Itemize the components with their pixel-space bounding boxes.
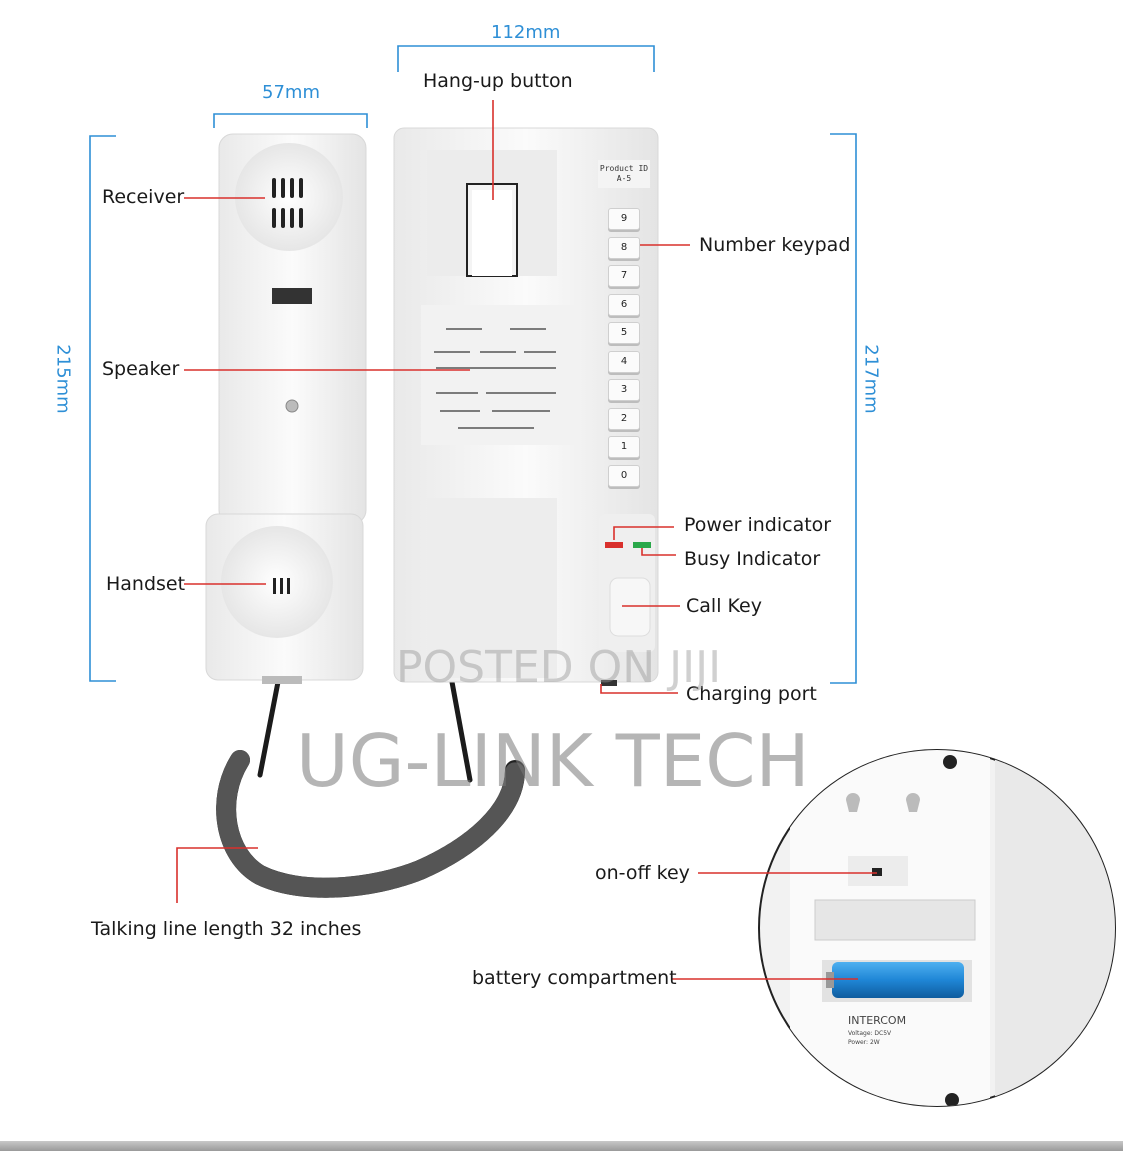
busy-led xyxy=(633,542,651,548)
watermark-brand: UG-LINK TECH xyxy=(296,719,810,803)
keypad-key-8: 8 xyxy=(608,236,640,259)
battery xyxy=(832,962,964,998)
power-led xyxy=(605,542,623,548)
keypad-key-0: 0 xyxy=(608,464,640,487)
label-on-off-key: on-off key xyxy=(595,862,690,884)
watermark-posted: POSTED ON JIJI xyxy=(396,642,722,693)
dim-label-base-height: 217mm xyxy=(860,344,882,414)
base-unit xyxy=(393,127,659,686)
label-call-key: Call Key xyxy=(686,595,762,617)
keypad-key-7: 7 xyxy=(608,265,640,287)
keypad-key-5: 5 xyxy=(608,322,640,344)
power-text: Power: 2W xyxy=(848,1039,880,1046)
dimension-lines xyxy=(89,45,857,684)
keypad-key-1: 1 xyxy=(608,436,640,458)
label-talking-line: Talking line length 32 inches xyxy=(91,918,362,940)
dim-label-handset-height: 215mm xyxy=(52,344,74,414)
label-speaker: Speaker xyxy=(102,358,180,380)
intercom-text: INTERCOM xyxy=(848,1014,907,1027)
callout-lines xyxy=(176,100,877,980)
label-battery-compartment: battery compartment xyxy=(472,967,677,989)
keypad-key-6: 6 xyxy=(608,293,640,316)
keypad-key-2: 2 xyxy=(608,407,640,430)
product-id-line2: A-5 xyxy=(616,174,632,183)
keypad-key-3: 3 xyxy=(608,379,640,401)
label-power-indicator: Power indicator xyxy=(684,514,832,536)
keypad-key-4: 4 xyxy=(608,350,640,373)
voltage-text: Voltage: DC5V xyxy=(848,1030,892,1037)
dim-label-handset-width: 57mm xyxy=(262,82,320,103)
back-view-inset xyxy=(758,749,1116,1107)
label-charging-port: Charging port xyxy=(686,683,817,705)
dim-left-handset xyxy=(89,135,116,682)
handset xyxy=(205,133,367,684)
intercom-label: INTERCOM Voltage: DC5V Power: 2W xyxy=(848,1014,906,1046)
number-keypad: 9 8 7 6 5 4 3 2 1 0 xyxy=(608,208,642,493)
coiled-cord xyxy=(216,679,525,898)
product-id-line1: Product ID xyxy=(599,164,649,173)
dim-right-base xyxy=(830,133,857,684)
keypad-key-9: 9 xyxy=(608,208,640,230)
label-receiver: Receiver xyxy=(102,186,185,208)
label-number-keypad: Number keypad xyxy=(699,234,851,256)
dim-label-base-width: 112mm xyxy=(491,22,561,43)
label-handset: Handset xyxy=(106,573,186,595)
speaker-slots xyxy=(434,328,556,429)
bottom-bar xyxy=(0,1141,1123,1151)
receiver-grille xyxy=(272,178,303,228)
label-busy-indicator: Busy Indicator xyxy=(684,548,821,570)
mic-grille xyxy=(273,578,290,594)
dim-top-base xyxy=(397,45,655,72)
dim-top-handset xyxy=(213,113,368,128)
product-id-label: Product ID A-5 xyxy=(598,164,650,184)
label-hang-up-button: Hang-up button xyxy=(423,70,573,92)
